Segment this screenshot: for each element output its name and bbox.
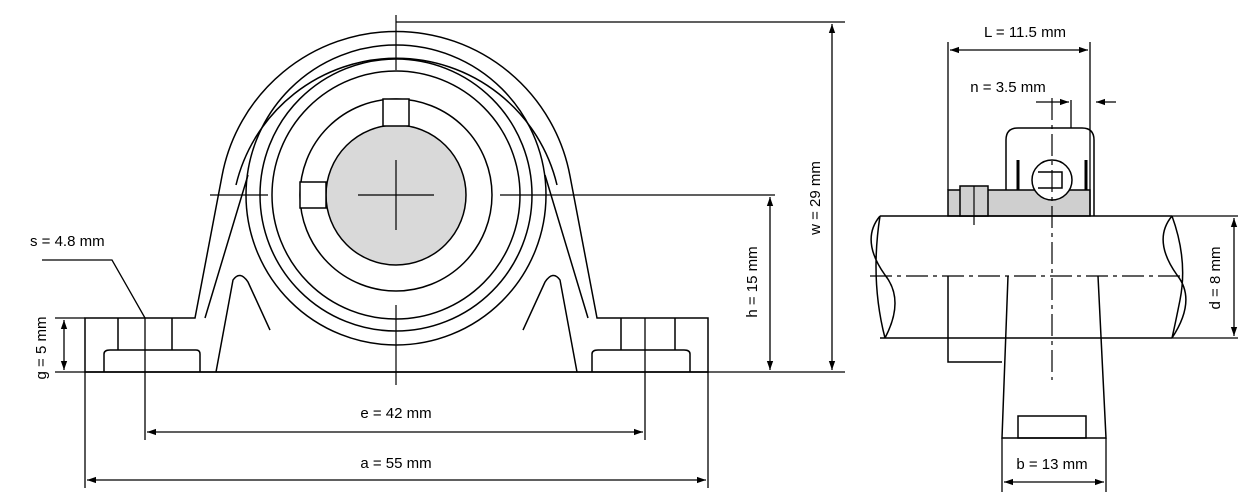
dim-e-label: e = 42 mm [360,405,431,422]
dim-w-label: w = 29 mm [807,161,824,236]
side-housing-top [1005,127,1095,216]
dim-a-label: a = 55 mm [360,455,431,472]
side-center-lines [870,98,1182,380]
left-pillar [204,174,271,373]
side-view [870,127,1187,439]
right-bolt-slot [591,318,691,372]
right-pillar [522,174,589,373]
dim-d-label: d = 8 mm [1207,247,1224,310]
dim-n-label: n = 3.5 mm [970,79,1045,96]
set-screw-left [299,181,327,209]
front-dimension-lines [42,24,836,488]
front-center-lines [210,15,845,385]
side-dimension-lines [947,42,1238,492]
dim-g-label: g = 5 mm [33,317,50,380]
housing-outline [84,30,709,373]
side-base [947,275,1107,439]
dim-h-label: h = 15 mm [744,246,761,317]
side-shaft-left-break [870,215,896,339]
dim-s-label: s = 4.8 mm [30,233,105,250]
side-ball-detail [1038,171,1063,189]
set-screw-top [382,98,410,127]
side-shaft-right-break [1162,215,1187,339]
side-seals [1016,160,1088,190]
side-base-slot [1017,415,1087,439]
side-shaft [880,215,1172,339]
left-bolt-slot [103,318,201,372]
dim-L-label: L = 11.5 mm [984,24,1066,41]
dim-b-label: b = 13 mm [1016,456,1087,473]
